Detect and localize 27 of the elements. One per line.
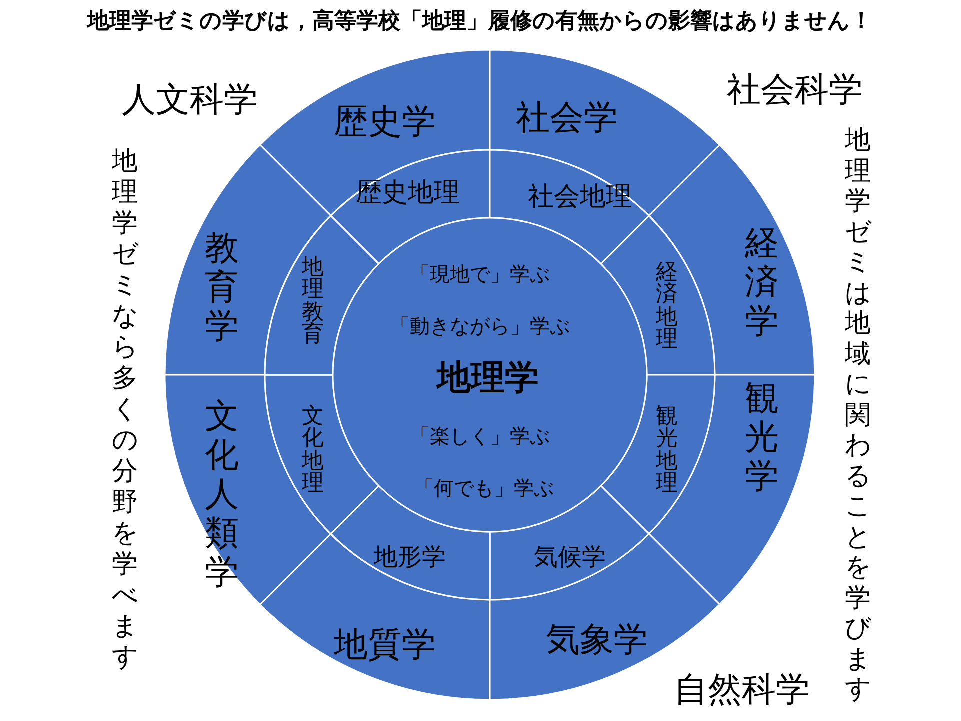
- sector-label: 観光学: [744, 379, 779, 497]
- center-phrase: 「現地で」学ぶ: [410, 264, 550, 284]
- title: 地理学ゼミの学びは，高等学校「地理」履修の有無からの影響はありません！: [88, 11, 872, 33]
- side-note: 地理学ゼミなら多くの分野を学べます: [112, 146, 138, 674]
- sector-label: 地質学: [334, 628, 436, 662]
- center-phrase: 「動きながら」学ぶ: [390, 316, 570, 336]
- sector-label: 地形学: [374, 544, 446, 569]
- center-phrase: 「何でも」学ぶ: [414, 478, 554, 498]
- sector-label: 社会地理: [528, 184, 632, 210]
- sector-label: 歴史学: [334, 105, 436, 139]
- category-label: 人文科学: [122, 83, 258, 117]
- sector-label: 社会学: [516, 101, 618, 135]
- sector-label: 気象学: [546, 622, 648, 657]
- sector-label: 文化地理: [302, 406, 324, 496]
- sector-label: 気候学: [534, 544, 606, 569]
- sector-label: 歴史地理: [356, 180, 460, 206]
- sector-label: 文化人類学: [205, 397, 239, 593]
- sector-label: 教育学: [205, 229, 239, 347]
- center-title: 地理学: [437, 361, 539, 395]
- sector-label: 地理教育: [302, 257, 324, 347]
- sector-label: 経済地理: [656, 262, 678, 352]
- sector-label: 経済学: [744, 224, 779, 342]
- sector-label: 観光地理: [656, 406, 678, 496]
- center-phrase: 「楽しく」学ぶ: [410, 426, 550, 446]
- side-note: 地理学ゼミは地域に関わることを学びます: [845, 125, 871, 705]
- category-label: 社会科学: [727, 73, 863, 107]
- category-label: 自然科学: [674, 673, 810, 707]
